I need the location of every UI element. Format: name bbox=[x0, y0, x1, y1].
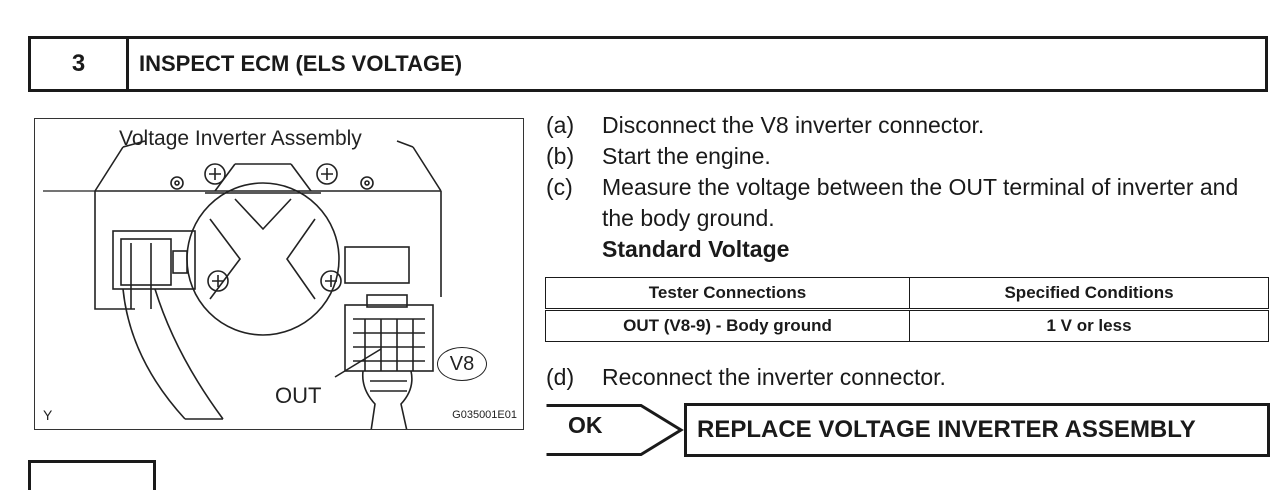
step-label: (b) bbox=[546, 143, 575, 169]
table-cell: OUT (V8-9) - Body ground bbox=[545, 309, 910, 342]
step-label: (a) bbox=[546, 112, 575, 138]
out-terminal-label: OUT bbox=[275, 383, 322, 408]
table-row: OUT (V8-9) - Body ground 1 V or less bbox=[545, 309, 1269, 342]
spec-table: Tester Connections Specified Conditions … bbox=[545, 277, 1269, 342]
result-action-box: REPLACE VOLTAGE INVERTER ASSEMBLY bbox=[684, 403, 1270, 457]
step-label: (c) bbox=[546, 174, 573, 200]
figure-title: Voltage Inverter Assembly bbox=[119, 127, 362, 150]
procedure-steps: (a) Disconnect the V8 inverter connector… bbox=[546, 110, 1276, 265]
next-step-box bbox=[28, 460, 156, 490]
ok-label: OK bbox=[568, 412, 603, 438]
column-header: Specified Conditions bbox=[909, 277, 1269, 311]
figure-corner-mark: Y bbox=[43, 407, 53, 423]
step-text: Measure the voltage between the OUT term… bbox=[602, 174, 1239, 231]
step-text: Reconnect the inverter connector. bbox=[602, 364, 946, 390]
step-header: 3 INSPECT ECM (ELS VOLTAGE) bbox=[28, 36, 1268, 92]
connector-v8-label: V8 bbox=[437, 347, 487, 381]
ok-arrow-tag bbox=[546, 404, 684, 456]
step-text: Start the engine. bbox=[602, 143, 771, 169]
table-cell: 1 V or less bbox=[909, 309, 1269, 342]
step-item: (d) Reconnect the inverter connector. bbox=[546, 362, 946, 393]
table-header-row: Tester Connections Specified Conditions bbox=[545, 277, 1269, 311]
standard-voltage-label: Standard Voltage bbox=[602, 236, 790, 262]
step-text: Disconnect the V8 inverter connector. bbox=[602, 112, 985, 138]
inverter-figure: Voltage Inverter Assembly V8 OUT Y G0350… bbox=[34, 118, 524, 430]
step-item: (a) Disconnect the V8 inverter connector… bbox=[546, 110, 1276, 141]
inverter-illustration bbox=[43, 140, 442, 429]
figure-code: G035001E01 bbox=[452, 409, 517, 421]
step-label: (d) bbox=[546, 364, 575, 390]
step-title: INSPECT ECM (ELS VOLTAGE) bbox=[139, 51, 463, 76]
step-item: (b) Start the engine. bbox=[546, 141, 1276, 172]
column-header: Tester Connections bbox=[545, 277, 910, 311]
step-item: (c) Measure the voltage between the OUT … bbox=[546, 172, 1276, 234]
step-number: 3 bbox=[31, 39, 129, 89]
